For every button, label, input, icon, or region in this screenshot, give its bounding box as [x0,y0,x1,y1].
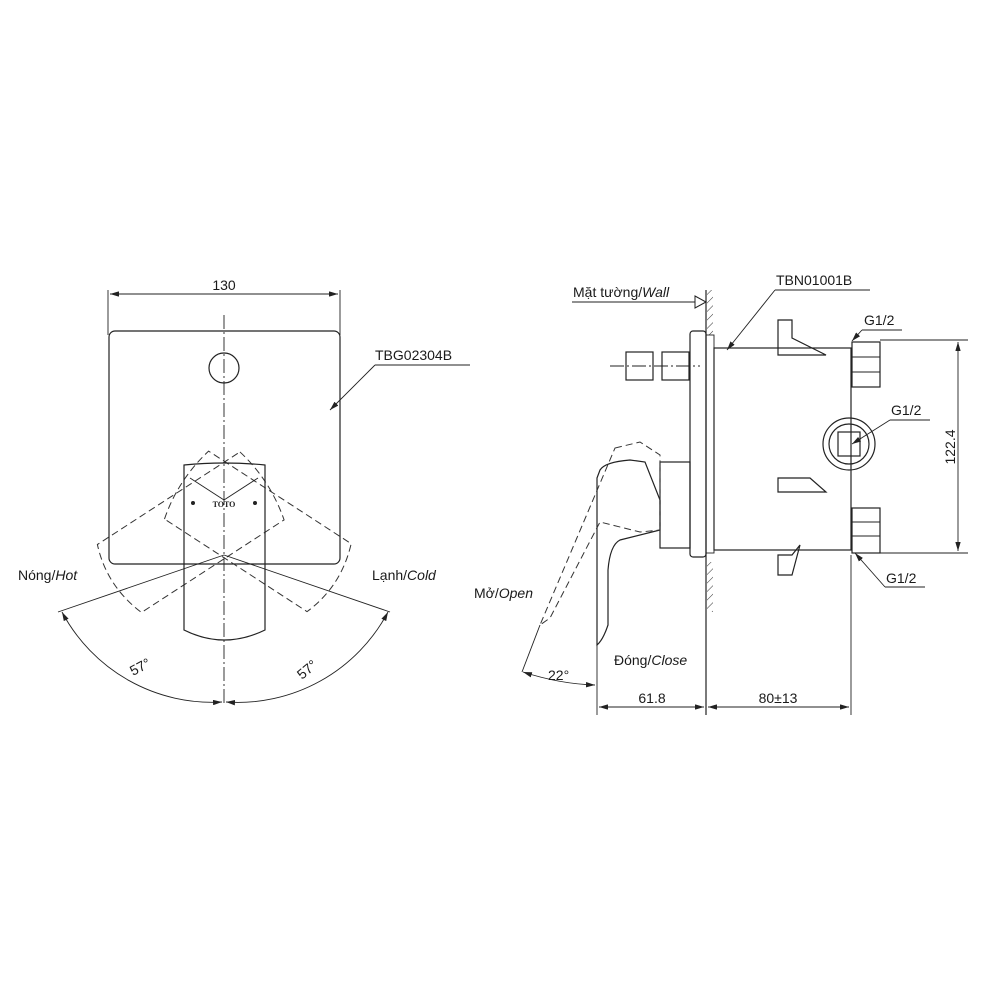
lever-handle [183,462,266,641]
front-view: 130 TBG02304B TOTO Nóng/Hot Lạnh/Cold [18,277,470,706]
part-label-body: TBN01001B [776,272,852,288]
width-dimension: 130 [212,277,236,293]
lever-side [596,459,661,647]
cold-label: Lạnh/Cold [372,567,437,583]
depth-front-dimension: 61.8 [638,690,665,706]
hot-label: Nóng/Hot [18,567,78,583]
side-view: Mặt tường/Wall TBN01001B [474,272,968,715]
angle-left-label: 57° [127,655,153,679]
port-top-label: G1/2 [864,312,895,328]
valve-body [713,347,852,551]
port-middle-label: G1/2 [891,402,922,418]
close-label: Đóng/Close [614,652,687,668]
open-angle-label: 22° [548,667,569,683]
height-dimension: 122.4 [942,429,958,464]
depth-back-dimension: 80±13 [759,690,798,706]
part-label-plate: TBG02304B [375,347,452,363]
cover-plate [108,330,341,565]
port-bottom-label: G1/2 [886,570,917,586]
open-label: Mở/Open [474,585,533,601]
wall-label: Mặt tường/Wall [573,284,670,300]
angle-right-label: 57° [294,656,321,682]
toto-logo: TOTO [213,500,236,509]
